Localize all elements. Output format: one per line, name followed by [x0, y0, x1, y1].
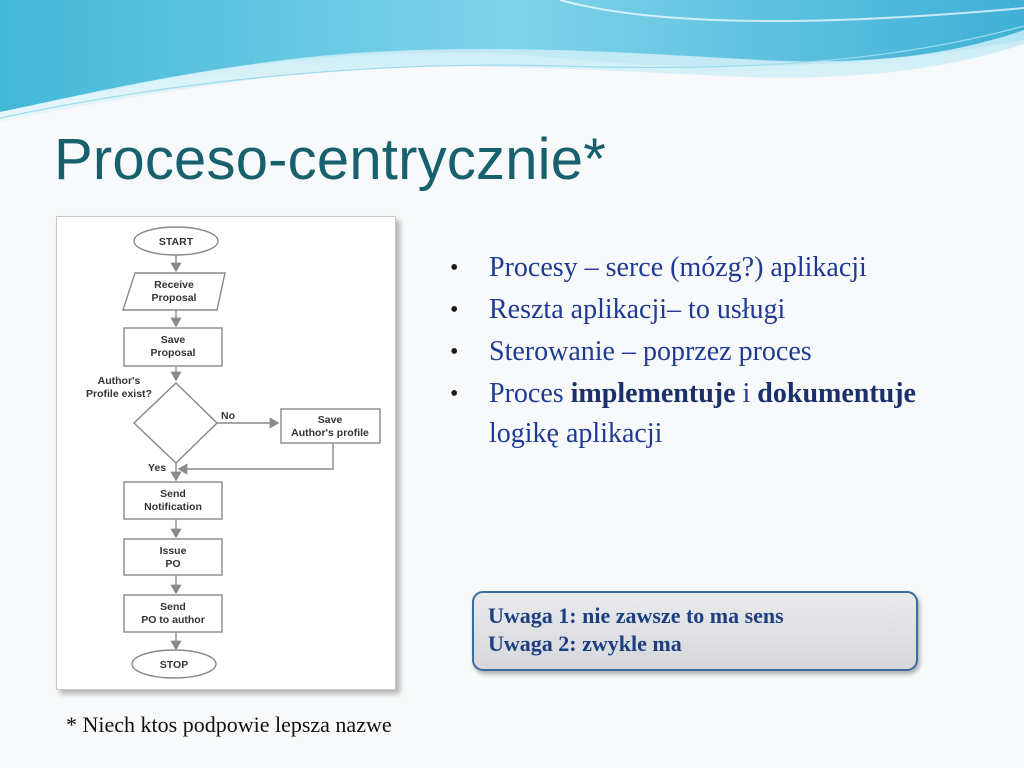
bullet-dot-icon: • — [450, 297, 459, 323]
bullet-bold-implementuje: implementuje — [570, 378, 736, 409]
yes-label: Yes — [148, 462, 166, 474]
stop-terminator — [131, 649, 217, 679]
note-callout: Uwaga 1: nie zawsze to ma sens Uwaga 2: … — [472, 591, 918, 671]
bullet-text-part: Proces — [489, 378, 571, 409]
bullet-item: • Proces implementuje i dokumentuje logi… — [450, 374, 970, 454]
note-line-2: Uwaga 2: zwykle ma — [488, 631, 682, 656]
bullet-list: • Procesy – serce (mózg?) aplikacji • Re… — [450, 248, 970, 456]
receive-label-line2: Proposal — [152, 292, 197, 304]
send-notification-line1: Send — [160, 488, 186, 500]
bullet-dot-icon: • — [450, 339, 459, 365]
send-notification-line2: Notification — [144, 501, 202, 513]
send-notification-box — [123, 481, 223, 520]
bullet-item: • Reszta aplikacji– to usługi — [450, 290, 970, 330]
save-proposal-line1: Save — [161, 334, 186, 346]
save-profile-line2: Author's profile — [291, 427, 369, 439]
no-label: No — [221, 410, 235, 422]
bullet-dot-icon: • — [450, 381, 459, 407]
decision-label-line2: Profile exist? — [86, 388, 152, 400]
issue-po-line2: PO — [165, 558, 180, 570]
footnote: * Niech ktos podpowie lepsza nazwe — [66, 712, 392, 737]
connector-profile-return — [177, 443, 334, 475]
decision-label-line1: Author's — [98, 375, 141, 387]
bullet-text-part: i — [735, 378, 758, 409]
issue-po-box — [123, 538, 223, 576]
send-po-box — [123, 594, 223, 633]
receive-label-line1: Receive — [154, 279, 194, 291]
bullet-text: Sterowanie – poprzez proces — [489, 336, 812, 367]
start-terminator — [133, 226, 219, 256]
decision-diamond — [132, 382, 219, 464]
bullet-bold-dokumentuje: dokumentuje — [757, 378, 916, 409]
save-proposal-box — [123, 327, 223, 367]
receive-proposal-io — [122, 272, 226, 311]
send-po-line1: Send — [160, 601, 186, 613]
issue-po-line1: Issue — [160, 545, 187, 557]
bullet-item: • Sterowanie – poprzez proces — [450, 332, 970, 372]
save-author-profile-box — [280, 408, 381, 444]
bullet-dot-icon: • — [450, 255, 459, 281]
bullet-text: Procesy – serce (mózg?) aplikacji — [489, 252, 867, 283]
note-line-1: Uwaga 1: nie zawsze to ma sens — [488, 603, 784, 628]
save-proposal-line2: Proposal — [151, 347, 196, 359]
bullet-text: Reszta aplikacji– to usługi — [489, 294, 786, 325]
bullet-item: • Procesy – serce (mózg?) aplikacji — [450, 248, 970, 288]
slide-title: Proceso-centrycznie* — [54, 127, 606, 192]
stop-label: STOP — [160, 659, 188, 671]
bullet-text-part: logikę aplikacji — [489, 418, 663, 449]
flowchart-diagram: START Receive Proposal Save Proposal Aut… — [86, 226, 381, 679]
flowchart-figure: START Receive Proposal Save Proposal Aut… — [56, 216, 396, 690]
header-wave-decoration — [0, 0, 1024, 122]
send-po-line2: PO to author — [141, 614, 205, 626]
start-label: START — [159, 236, 194, 248]
save-profile-line1: Save — [318, 414, 343, 426]
